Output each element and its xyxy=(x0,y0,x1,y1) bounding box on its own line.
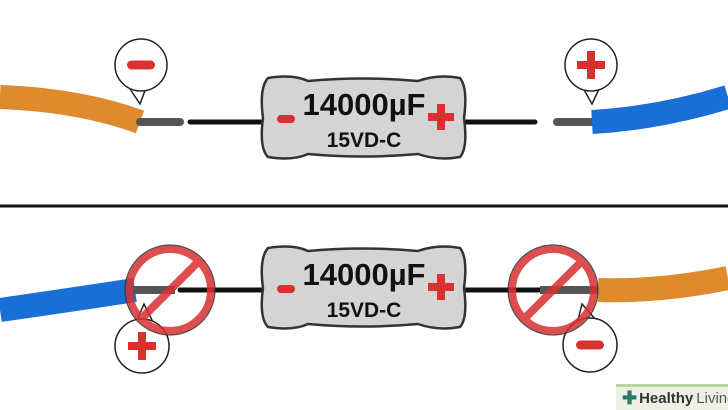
negative-wire-orange xyxy=(0,85,145,134)
voltage-label: 15VD-C xyxy=(327,299,402,322)
incorrect-connection-panel: 14000µF 15VD-C xyxy=(0,244,728,374)
capacitance-label: 14000µF xyxy=(302,87,425,122)
correct-connection-panel: 14000µF 15VD-C xyxy=(0,38,728,160)
healthy-living-logo: ✚ Healthy Living xyxy=(616,384,728,410)
prohibited-icon-left xyxy=(124,244,216,336)
capacitance-label: 14000µF xyxy=(302,257,425,292)
cross-logo-icon: ✚ xyxy=(622,388,638,408)
logo-brand: Healthy xyxy=(639,390,694,407)
prohibited-icon-right xyxy=(507,244,599,336)
voltage-label: 15VD-C xyxy=(327,129,402,152)
minus-bubble xyxy=(114,38,168,106)
capacitor: 14000µF 15VD-C xyxy=(260,245,467,330)
logo-brand-suffix: Living xyxy=(696,390,728,407)
positive-wire-blue xyxy=(591,85,728,134)
negative-wire-orange xyxy=(597,266,728,303)
capacitor: 14000µF 15VD-C xyxy=(260,75,467,160)
minus-icon xyxy=(576,340,604,350)
plus-bubble xyxy=(564,38,618,106)
positive-wire-blue xyxy=(0,278,137,322)
minus-icon xyxy=(127,60,155,70)
